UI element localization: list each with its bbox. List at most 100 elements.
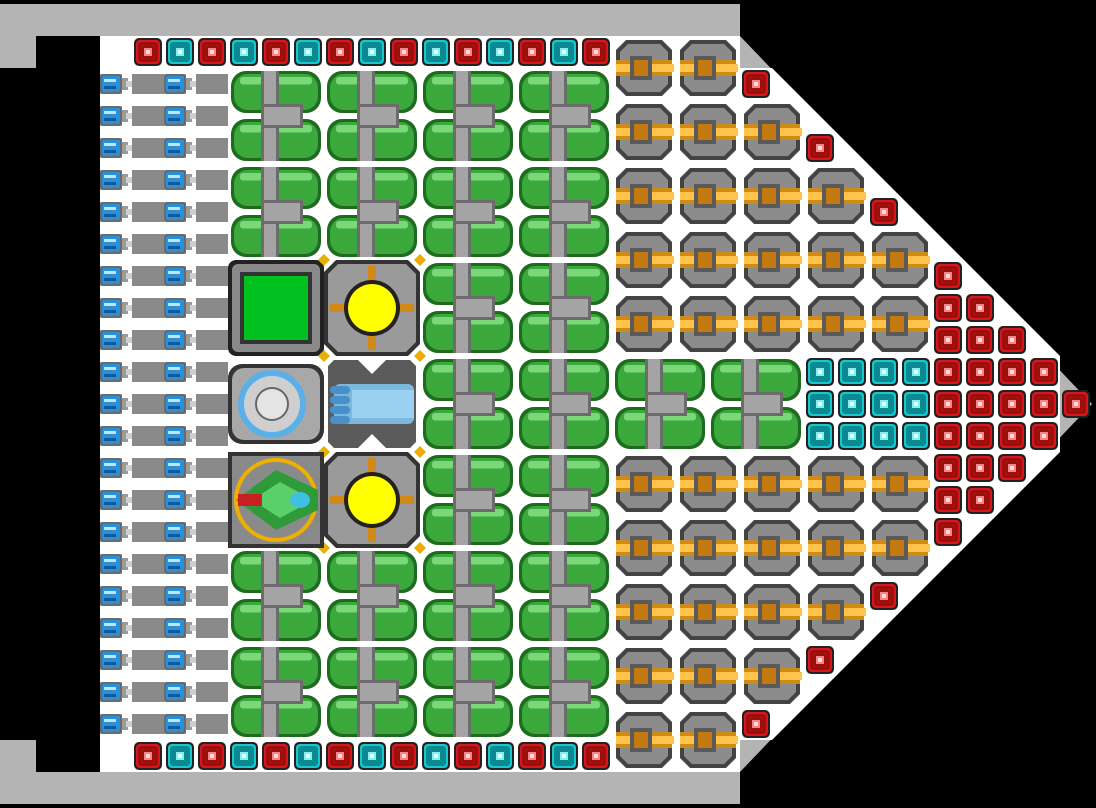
turret[interactable] bbox=[808, 168, 866, 224]
turret[interactable] bbox=[808, 520, 866, 576]
armor-block-red[interactable] bbox=[1030, 358, 1058, 386]
armor-block-cyan[interactable] bbox=[806, 422, 834, 450]
armor-block-red[interactable] bbox=[262, 742, 290, 770]
turret[interactable] bbox=[616, 296, 674, 352]
armor-block-red[interactable] bbox=[1062, 390, 1090, 418]
turret[interactable] bbox=[744, 584, 802, 640]
armor-block-red[interactable] bbox=[966, 294, 994, 322]
armor-block-red[interactable] bbox=[998, 326, 1026, 354]
turret[interactable] bbox=[872, 232, 930, 288]
armor-block-cyan[interactable] bbox=[230, 742, 258, 770]
armor-block-cyan[interactable] bbox=[486, 742, 514, 770]
turret[interactable] bbox=[872, 296, 930, 352]
armor-block-cyan[interactable] bbox=[870, 422, 898, 450]
turret[interactable] bbox=[808, 232, 866, 288]
armor-block-red[interactable] bbox=[934, 454, 962, 482]
armor-block-red[interactable] bbox=[1030, 390, 1058, 418]
turret[interactable] bbox=[680, 232, 738, 288]
armor-block-cyan[interactable] bbox=[166, 38, 194, 66]
armor-block-cyan[interactable] bbox=[294, 742, 322, 770]
turret[interactable] bbox=[680, 40, 738, 96]
armor-block-red[interactable] bbox=[198, 38, 226, 66]
turret[interactable] bbox=[744, 456, 802, 512]
armor-block-red[interactable] bbox=[454, 742, 482, 770]
armor-block-red[interactable] bbox=[390, 742, 418, 770]
armor-block-red[interactable] bbox=[262, 38, 290, 66]
turret[interactable] bbox=[680, 584, 738, 640]
armor-block-red[interactable] bbox=[454, 38, 482, 66]
armor-block-red[interactable] bbox=[934, 358, 962, 386]
engine-core[interactable] bbox=[328, 360, 416, 448]
armor-block-red[interactable] bbox=[742, 70, 770, 98]
armor-block-red[interactable] bbox=[966, 454, 994, 482]
armor-block-red[interactable] bbox=[966, 486, 994, 514]
armor-block-cyan[interactable] bbox=[902, 390, 930, 418]
armor-block-red[interactable] bbox=[934, 486, 962, 514]
armor-block-red[interactable] bbox=[582, 38, 610, 66]
armor-block-red[interactable] bbox=[998, 422, 1026, 450]
armor-block-red[interactable] bbox=[966, 358, 994, 386]
armor-block-cyan[interactable] bbox=[358, 38, 386, 66]
turret[interactable] bbox=[744, 520, 802, 576]
armor-block-cyan[interactable] bbox=[806, 390, 834, 418]
armor-block-red[interactable] bbox=[518, 38, 546, 66]
armor-block-cyan[interactable] bbox=[838, 422, 866, 450]
armor-block-red[interactable] bbox=[806, 134, 834, 162]
armor-block-red[interactable] bbox=[934, 326, 962, 354]
armor-block-red[interactable] bbox=[390, 38, 418, 66]
armor-block-cyan[interactable] bbox=[550, 38, 578, 66]
armor-block-red[interactable] bbox=[582, 742, 610, 770]
armor-block-red[interactable] bbox=[518, 742, 546, 770]
armor-block-cyan[interactable] bbox=[166, 742, 194, 770]
reactor[interactable] bbox=[318, 446, 426, 554]
armor-block-red[interactable] bbox=[966, 390, 994, 418]
turret[interactable] bbox=[616, 712, 674, 768]
armor-block-red[interactable] bbox=[934, 294, 962, 322]
armor-block-red[interactable] bbox=[934, 262, 962, 290]
armor-block-cyan[interactable] bbox=[838, 358, 866, 386]
armor-block-red[interactable] bbox=[198, 742, 226, 770]
armor-block-cyan[interactable] bbox=[902, 422, 930, 450]
armor-block-cyan[interactable] bbox=[230, 38, 258, 66]
armor-block-cyan[interactable] bbox=[902, 358, 930, 386]
turret[interactable] bbox=[616, 104, 674, 160]
turret[interactable] bbox=[680, 648, 738, 704]
armor-block-red[interactable] bbox=[934, 422, 962, 450]
armor-block-red[interactable] bbox=[966, 422, 994, 450]
armor-block-cyan[interactable] bbox=[550, 742, 578, 770]
armor-block-red[interactable] bbox=[326, 38, 354, 66]
turret[interactable] bbox=[680, 712, 738, 768]
armor-block-red[interactable] bbox=[966, 326, 994, 354]
armor-block-red[interactable] bbox=[326, 742, 354, 770]
turret[interactable] bbox=[616, 520, 674, 576]
turret[interactable] bbox=[680, 456, 738, 512]
armor-block-cyan[interactable] bbox=[294, 38, 322, 66]
turret[interactable] bbox=[616, 168, 674, 224]
armor-block-red[interactable] bbox=[998, 390, 1026, 418]
fighter-bay[interactable] bbox=[228, 452, 324, 548]
turret[interactable] bbox=[616, 584, 674, 640]
armor-block-red[interactable] bbox=[742, 710, 770, 738]
turret[interactable] bbox=[680, 104, 738, 160]
armor-block-red[interactable] bbox=[934, 518, 962, 546]
turret[interactable] bbox=[744, 648, 802, 704]
armor-block-red[interactable] bbox=[998, 358, 1026, 386]
turret[interactable] bbox=[744, 232, 802, 288]
armor-block-red[interactable] bbox=[1030, 422, 1058, 450]
reactor[interactable] bbox=[318, 254, 426, 362]
turret[interactable] bbox=[808, 456, 866, 512]
armor-block-cyan[interactable] bbox=[838, 390, 866, 418]
armor-block-cyan[interactable] bbox=[486, 38, 514, 66]
armor-block-red[interactable] bbox=[998, 454, 1026, 482]
armor-block-cyan[interactable] bbox=[870, 358, 898, 386]
turret[interactable] bbox=[616, 456, 674, 512]
turret[interactable] bbox=[680, 296, 738, 352]
armor-block-cyan[interactable] bbox=[422, 38, 450, 66]
armor-block-cyan[interactable] bbox=[422, 742, 450, 770]
armor-block-red[interactable] bbox=[934, 390, 962, 418]
turret[interactable] bbox=[744, 104, 802, 160]
turret[interactable] bbox=[616, 648, 674, 704]
armor-block-red[interactable] bbox=[134, 742, 162, 770]
turret[interactable] bbox=[808, 584, 866, 640]
